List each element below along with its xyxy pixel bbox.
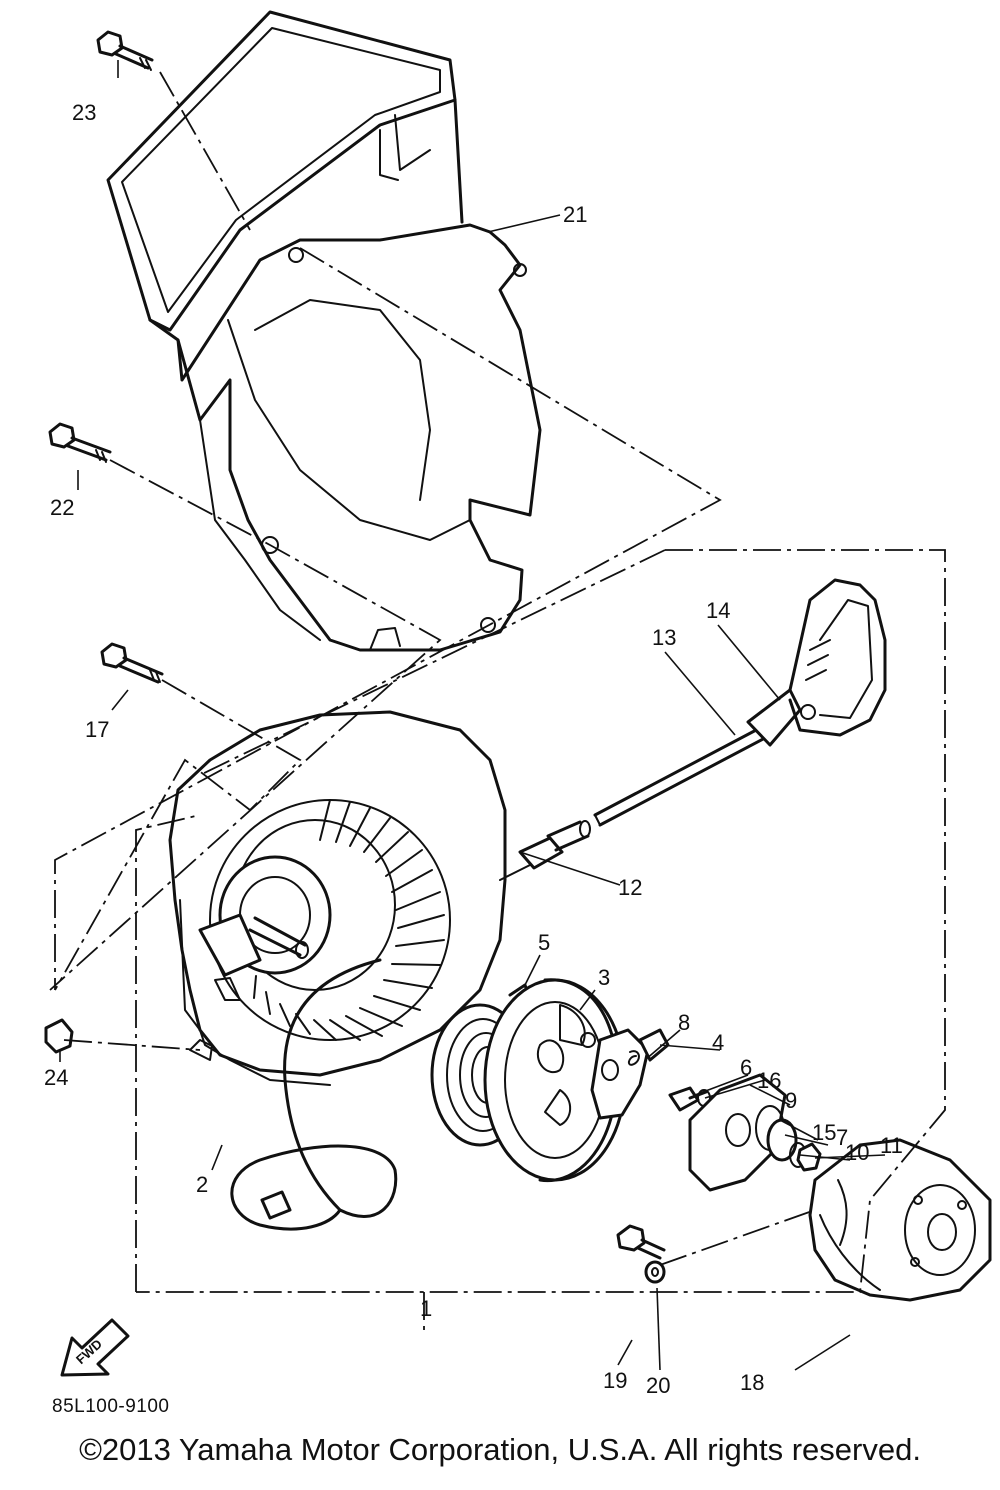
callout-4: 4: [712, 1030, 724, 1055]
callout-17: 17: [85, 717, 109, 742]
part-19-bolt: [616, 1224, 666, 1260]
part-18-drive-pulley: [808, 1138, 992, 1302]
callout-3: 3: [598, 965, 610, 990]
part-20-washer: [644, 1260, 666, 1284]
part-24-collar: [44, 1018, 74, 1054]
callout-2: 2: [196, 1172, 208, 1197]
callout-15: 15: [812, 1120, 836, 1145]
alignment-lines: [49, 71, 816, 1266]
callout-22: 22: [50, 495, 74, 520]
callout-6: 6: [740, 1055, 752, 1080]
callout-18: 18: [740, 1370, 764, 1395]
callout-1: 1: [420, 1296, 432, 1321]
callout-13: 13: [652, 625, 676, 650]
part-14-handle: [746, 578, 887, 747]
part-2-starter-case: [168, 710, 541, 1086]
exploded-parts-diagram: FWD 23 21 22 14 13 17 12 5 3 8 4 6 16 9 …: [44, 10, 992, 1417]
part-8-pawl-spring: [628, 1050, 640, 1066]
callout-8: 8: [678, 1010, 690, 1035]
callout-21: 21: [563, 202, 587, 227]
part-12-rope-guide: [518, 820, 591, 870]
part-4-ratchet: [590, 1028, 670, 1120]
callout-5: 5: [538, 930, 550, 955]
part-17-bolt: [100, 642, 164, 684]
part-11-nut: [796, 1142, 822, 1172]
part-13-rope: [593, 726, 767, 827]
callout-10: 10: [845, 1140, 869, 1165]
callout-16: 16: [757, 1068, 781, 1093]
callout-14: 14: [706, 598, 730, 623]
assembly-1-bracket: [135, 549, 946, 1335]
diagram-code: 85L100-9100: [52, 1396, 170, 1417]
callout-9: 9: [785, 1088, 797, 1113]
callout-12: 12: [618, 875, 642, 900]
part-3-pulley: [483, 978, 627, 1183]
callout-7: 7: [836, 1125, 848, 1150]
copyright-notice: ©2013 Yamaha Motor Corporation, U.S.A. A…: [79, 1432, 921, 1467]
part-21-fan-shroud: [106, 10, 542, 652]
callout-11: 11: [880, 1133, 903, 1158]
callout-19: 19: [603, 1368, 627, 1393]
callout-20: 20: [646, 1373, 670, 1398]
part-7-washer: [766, 1118, 798, 1162]
callout-24: 24: [44, 1065, 68, 1090]
part-23-bolt: [96, 30, 154, 71]
fwd-arrow-icon: FWD: [60, 1318, 130, 1377]
leader-lines: [59, 60, 886, 1371]
part-22-bolt: [48, 422, 112, 463]
callout-23: 23: [72, 100, 96, 125]
callout-labels: 23 21 22 14 13 17 12 5 3 8 4 6 16 9 24 1…: [44, 100, 903, 1398]
starter-rope-loop: [230, 958, 398, 1231]
